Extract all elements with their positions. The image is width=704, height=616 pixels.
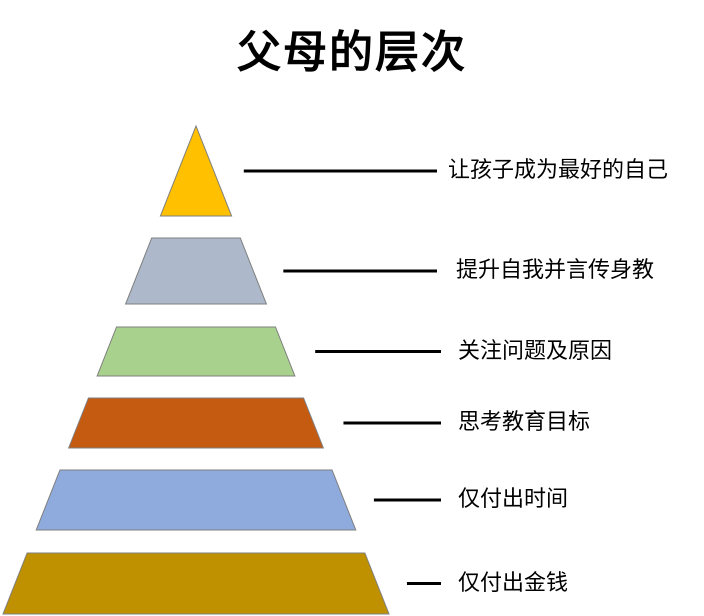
page-title: 父母的层次 [237, 27, 467, 78]
level-label-1: 让孩子成为最好的自己 [448, 158, 669, 183]
level-label-3: 关注问题及原因 [458, 338, 613, 364]
pyramid-tier-3 [96, 326, 296, 377]
level-label-2: 提升自我并言传身教 [456, 258, 655, 283]
level-label-6: 仅付出金钱 [458, 570, 569, 596]
level-label-5: 仅付出时间 [458, 487, 569, 512]
pyramid-tier-4 [67, 397, 325, 449]
pyramid-tier-5 [35, 469, 357, 531]
level-label-4: 思考教育目标 [458, 410, 591, 435]
pyramid-tier-6 [2, 552, 390, 615]
pyramid-tier-2 [124, 237, 268, 305]
pyramid-tier-1 [159, 124, 233, 217]
